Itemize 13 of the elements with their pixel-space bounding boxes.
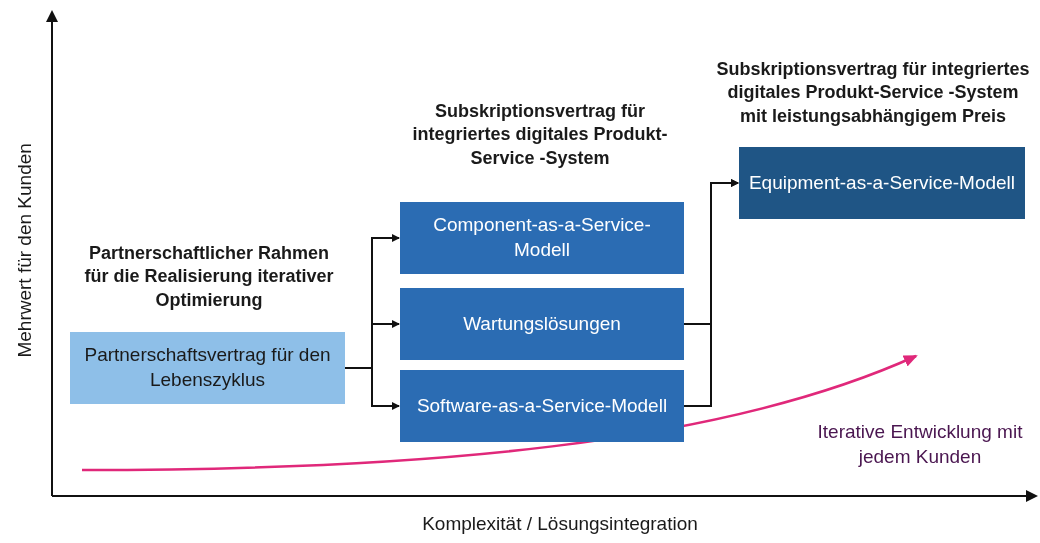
arrow (683, 179, 739, 407)
process-box: Partnerschaftsvertrag für den Lebenszyklus (70, 332, 345, 404)
trend-label: Iterative Entwicklung mit jedem Kunden (816, 420, 1024, 469)
heading: Subskriptionsvertrag für integriertes digitales Produkt-Service -System mit leistungsabhängigem Preis (715, 57, 1031, 128)
heading: Partnerschaftlicher Rahmen für die Realisierung iterativer Optimierung (83, 241, 335, 312)
process-box: Wartungslösungen (400, 288, 684, 360)
axis-label: Komplexität / Lösungsintegration (421, 512, 699, 536)
group-heading: Subskriptionsvertrag für integriertes digitales Produkt-Service -System (411, 100, 669, 170)
process-box: Component-as-a-Service-Modell (400, 202, 684, 274)
process-box: Software-as-a-Service-Modell (400, 370, 684, 442)
axis-label: Mehrwert für den Kunden (12, 142, 36, 360)
process-box: Equipment-as-a-Service-Modell (739, 147, 1025, 219)
arrow (344, 367, 400, 410)
